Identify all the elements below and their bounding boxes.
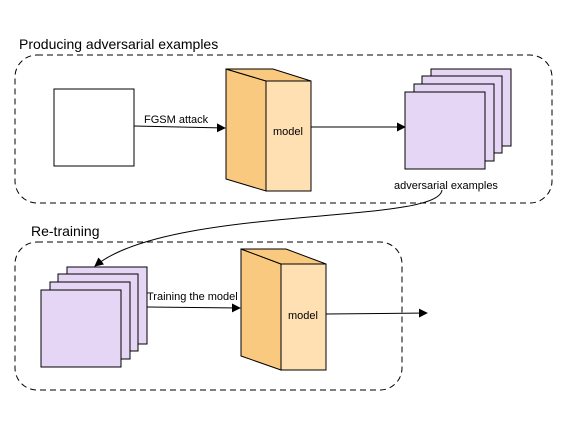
training-stack-node — [40, 266, 148, 368]
adversarial-examples-label: adversarial examples — [394, 180, 498, 192]
adversarial-stack-node — [404, 68, 512, 170]
model-top-label: model — [273, 126, 303, 138]
model-node-top: model — [225, 68, 312, 192]
training-arrow — [146, 303, 241, 313]
section-retraining-container — [14, 241, 403, 391]
input-image-node — [53, 88, 135, 167]
model-top-front-face — [265, 80, 312, 192]
section-title-producing: Producing adversarial examples — [19, 36, 218, 52]
fgsm-label: FGSM attack — [144, 114, 209, 126]
section-title-retraining: Re-training — [31, 223, 99, 239]
retraining-connector-arrow — [94, 189, 443, 267]
model-top-left-face — [225, 68, 267, 192]
model-node-bottom: model — [240, 248, 327, 371]
model-bottom-front-face — [280, 263, 327, 371]
model-bottom-label: model — [288, 310, 318, 322]
output-arrow — [325, 308, 428, 318]
adversarial-card-1 — [404, 91, 486, 170]
model-bottom-left-face — [240, 248, 282, 371]
fgsm-arrow — [133, 123, 226, 133]
section-producing-container — [14, 54, 553, 204]
training-card-1 — [40, 289, 122, 368]
training-label: Training the model — [147, 291, 238, 303]
